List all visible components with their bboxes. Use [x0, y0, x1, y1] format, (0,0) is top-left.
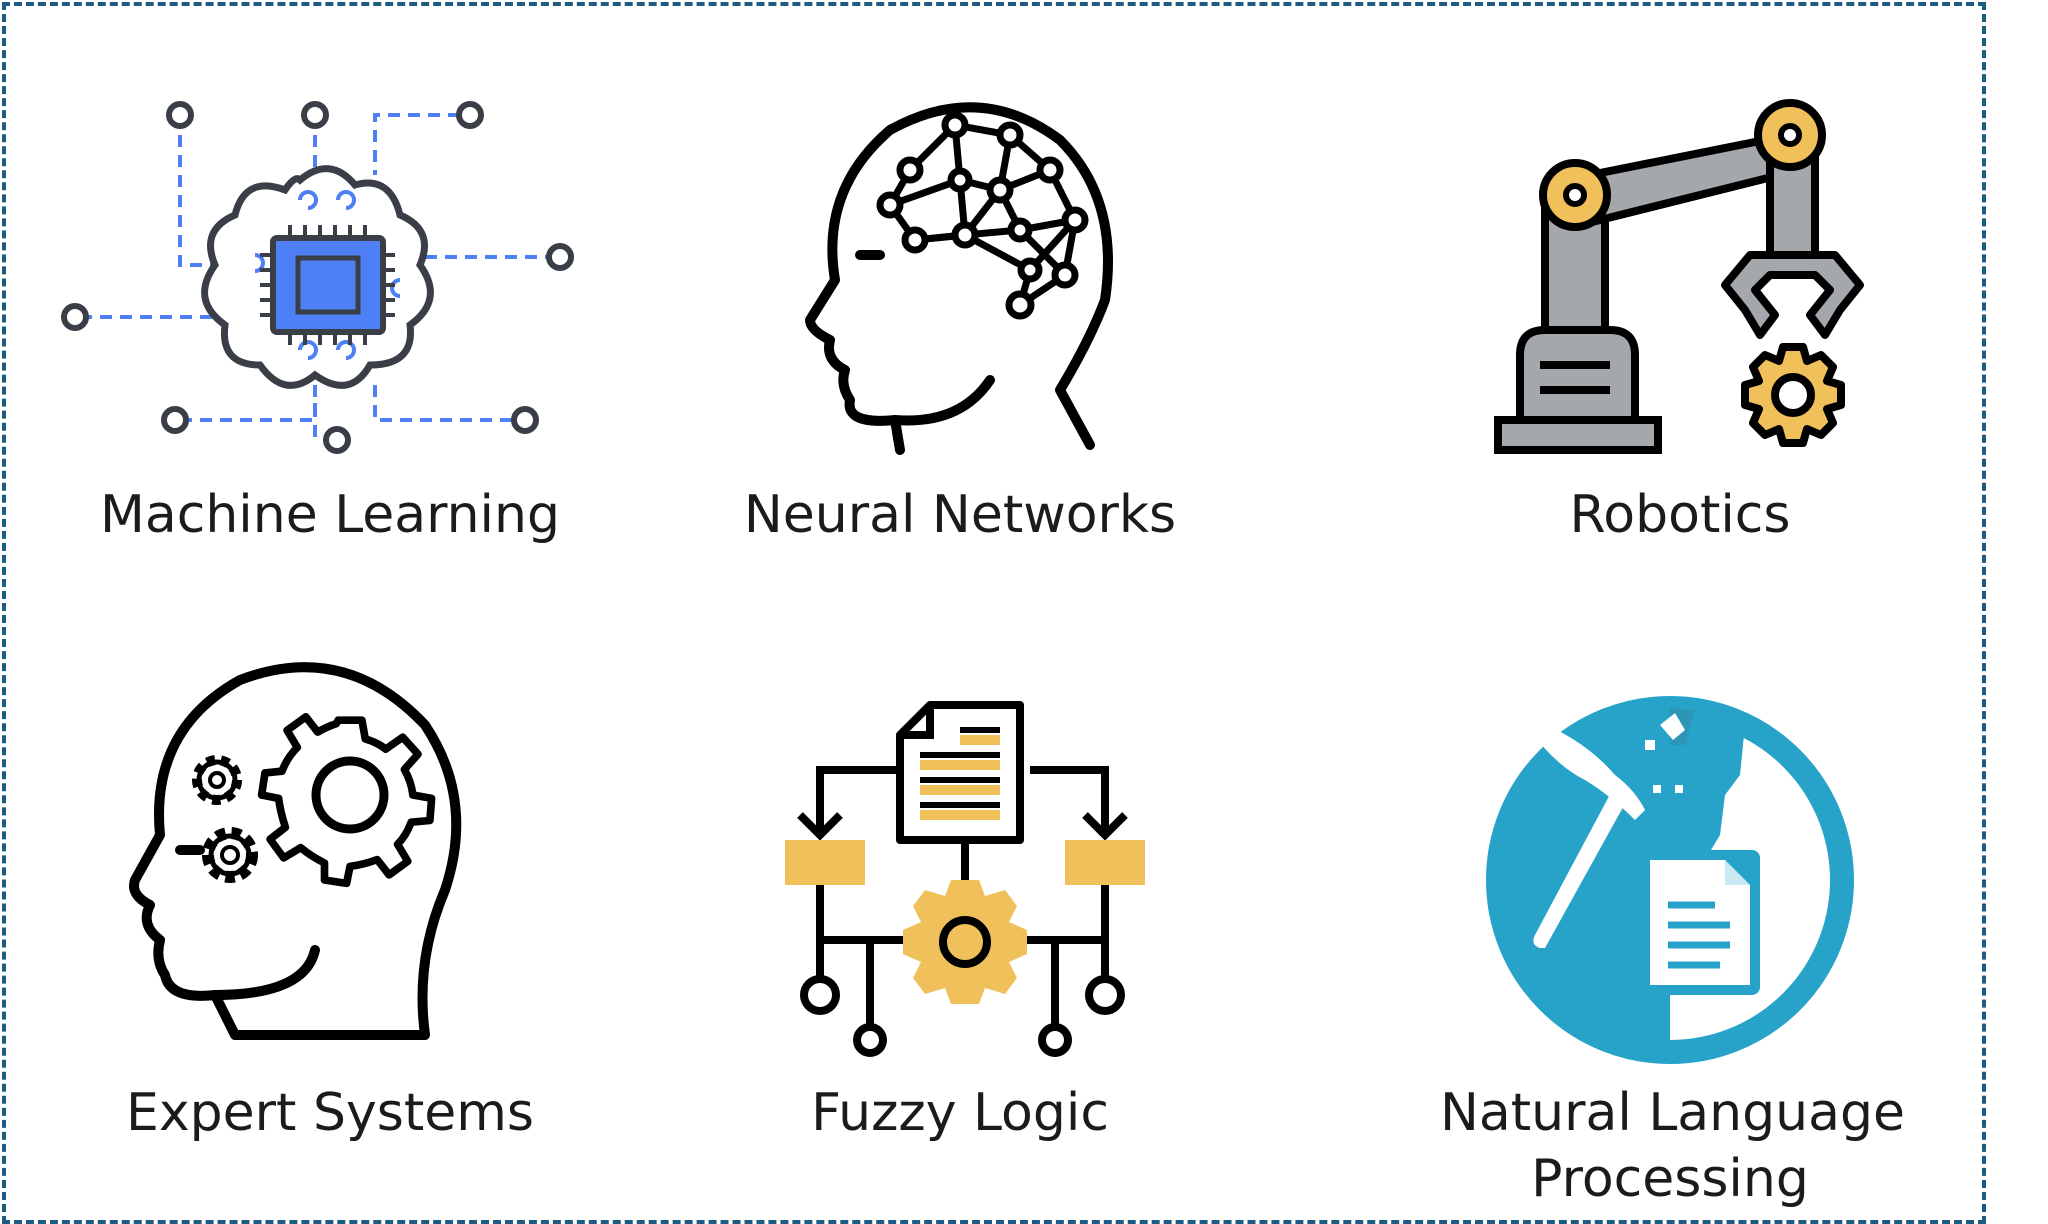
- item-label-robotics: Robotics: [1569, 485, 1791, 545]
- item-label-fuzzy-logic: Fuzzy Logic: [811, 1083, 1109, 1143]
- flowchart-gear-icon: [785, 701, 1145, 1057]
- diagram-frame: [2, 2, 1986, 1224]
- item-label-natural-language-processing: Natural Language Processing: [1440, 1080, 1905, 1212]
- chip-brain-icon: [61, 101, 574, 454]
- neural-head-icon: [805, 102, 1113, 455]
- pickaxe-document-icon: [1486, 696, 1854, 1064]
- gear-head-icon: [129, 662, 462, 1040]
- item-label-machine-learning: Machine Learning: [100, 485, 560, 545]
- robotic-arm-icon: [1494, 99, 1864, 454]
- item-label-neural-networks: Neural Networks: [743, 485, 1177, 545]
- item-label-expert-systems: Expert Systems: [126, 1083, 534, 1143]
- item-label-line-2: Processing: [1531, 1149, 1809, 1209]
- item-label-line-1: Natural Language: [1440, 1083, 1905, 1143]
